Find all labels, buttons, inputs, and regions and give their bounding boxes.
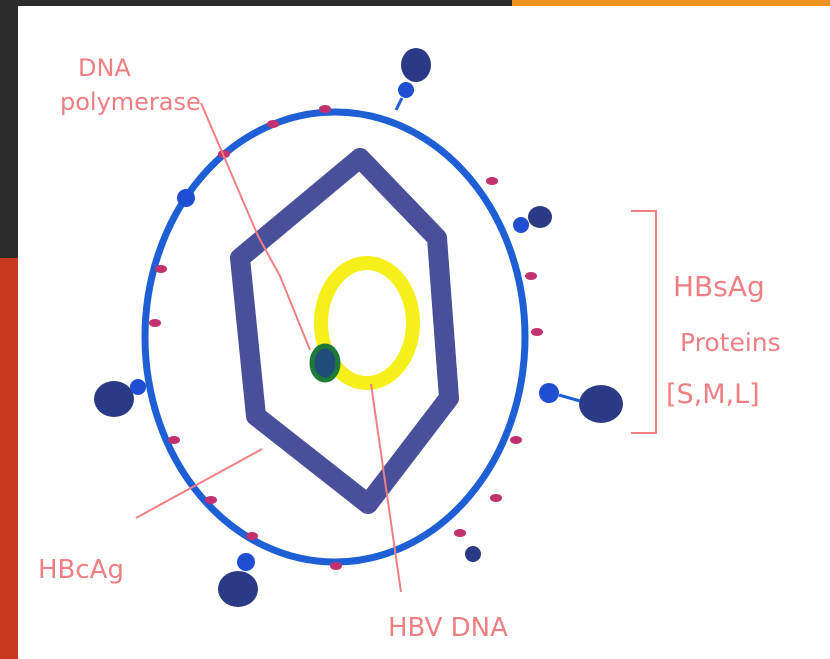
large-surface-protein-upper-right [513,206,552,233]
label-hbcag: HBcAg [38,555,124,585]
large-surface-protein-right [539,383,623,423]
surface-protein-dot [486,177,498,185]
surface-protein-dot [149,319,161,327]
hbsag-bracket [631,211,656,433]
large-surface-protein-upper-left [177,189,195,207]
label-hbsag-line1: HBsAg [673,270,765,303]
hbv-virion-diagram: DNA polymerase HBsAg Proteins [S,M,L] HB… [18,6,830,659]
label-hbsag-line2: Proteins [680,328,781,357]
hbv-diagram-paper: DNA polymerase HBsAg Proteins [S,M,L] HB… [18,6,830,659]
label-dna-polymerase-line1: DNA [78,54,131,82]
surface-protein-dot [454,529,466,537]
label-hbv-dna: HBV DNA [388,613,508,643]
large-surface-protein-bottom-left [218,553,258,607]
surface-proteins-large [94,48,623,607]
dna-polymerase [312,346,338,380]
large-surface-protein-bottom-right [465,546,481,562]
surface-protein-dot [490,494,502,502]
surface-protein-dot [205,496,217,504]
surface-protein-dot [246,532,258,540]
surface-protein-dot [531,328,543,336]
label-pointer-lines [136,103,656,592]
large-surface-protein-left [94,379,146,417]
label-dna-polymerase-line2: polymerase [60,88,201,116]
pointer-hbcag [136,449,262,518]
large-surface-protein-top [396,48,431,110]
surface-protein-dot [319,105,331,113]
surface-protein-dot [267,120,279,128]
label-hbsag-line3: [S,M,L] [666,379,760,410]
surface-protein-dot [155,265,167,273]
surface-protein-dot [525,272,537,280]
surface-protein-dot [510,436,522,444]
surface-protein-dot [168,436,180,444]
surface-protein-dot [330,562,342,570]
